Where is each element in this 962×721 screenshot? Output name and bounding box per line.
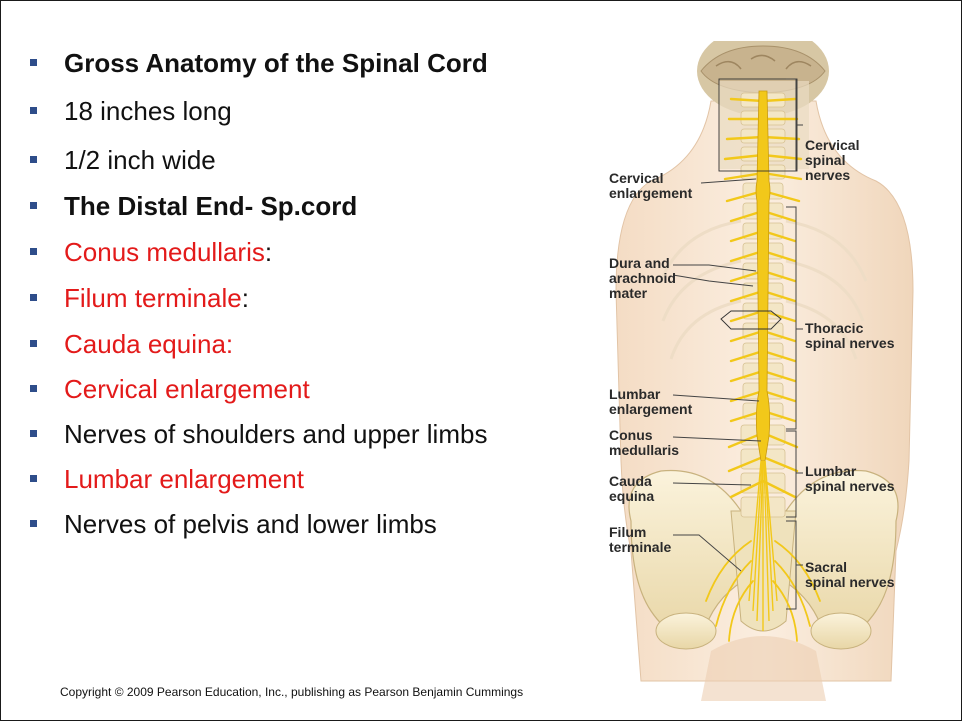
bullet-marker-icon [30, 430, 37, 437]
bullet-text: Cervical enlargement [64, 374, 310, 404]
bullet-marker-icon [30, 202, 37, 209]
bullet-item: 1/2 inch wide [29, 137, 599, 183]
bullet-item: Nerves of pelvis and lower limbs [29, 501, 599, 547]
bullet-item: The Distal End- Sp.cord [29, 183, 599, 229]
bullet-marker-icon [30, 59, 37, 66]
bullet-marker-icon [30, 385, 37, 392]
bullet-item: Gross Anatomy of the Spinal Cord [29, 41, 599, 85]
bullet-tail: : [264, 237, 273, 267]
bullet-text: Gross Anatomy of the Spinal Cord [64, 48, 488, 78]
bullet-item: Filum terminale: [29, 275, 599, 321]
bullet-marker-icon [30, 156, 37, 163]
bullet-text: 1/2 inch wide [64, 145, 216, 175]
label-sacral-spinal-nerves: Sacral spinal nerves [805, 559, 895, 590]
label-cervical-spinal-nerves: Cervical spinal nerves [805, 137, 860, 183]
bullet-text: Lumbar enlargement [64, 464, 304, 494]
bullet-marker-icon [30, 107, 37, 114]
spinal-cord-figure: Cervical enlargement Dura and arachnoid … [591, 41, 931, 720]
bullet-marker-icon [30, 294, 37, 301]
spinal-cord-illustration [615, 41, 914, 701]
bullet-text: Conus medullaris [64, 237, 265, 267]
bullet-item: 18 inches long [29, 85, 599, 137]
label-thoracic-spinal-nerves: Thoracic spinal nerves [805, 320, 895, 351]
bullet-text: Nerves of pelvis and lower limbs [64, 509, 437, 539]
label-filum-terminale: Filum terminale [609, 524, 672, 555]
label-lumbar-enlargement: Lumbar enlargement [609, 386, 693, 417]
bullet-marker-icon [30, 520, 37, 527]
bullet-marker-icon [30, 248, 37, 255]
label-conus-medullaris: Conus medullaris [609, 427, 680, 458]
bullet-text: Nerves of shoulders and upper limbs [64, 419, 488, 449]
bullet-text: 18 inches long [64, 96, 232, 126]
bullet-text: The Distal End- Sp.cord [64, 191, 358, 221]
label-cervical-enlargement: Cervical enlargement [609, 170, 693, 201]
label-cauda-equina: Cauda equina [609, 473, 655, 504]
label-dura-arachnoid: Dura and arachnoid mater [609, 255, 676, 301]
label-lumbar-spinal-nerves: Lumbar spinal nerves [805, 463, 895, 494]
bullet-item: Cervical enlargement [29, 367, 599, 411]
bullet-item: Conus medullaris: [29, 229, 599, 275]
bullet-item: Nerves of shoulders and upper limbs [29, 411, 599, 457]
bullet-item: Cauda equina: [29, 321, 599, 367]
bullet-marker-icon [30, 475, 37, 482]
bullet-marker-icon [30, 340, 37, 347]
bullet-text: Filum terminale [64, 283, 242, 313]
bullet-item: Lumbar enlargement [29, 457, 599, 501]
bullet-tail: : [241, 283, 249, 313]
bullet-list: Gross Anatomy of the Spinal Cord 18 inch… [29, 41, 599, 547]
bullet-text: Cauda equina: [64, 329, 234, 359]
copyright-notice: Copyright © 2009 Pearson Education, Inc.… [60, 685, 524, 699]
